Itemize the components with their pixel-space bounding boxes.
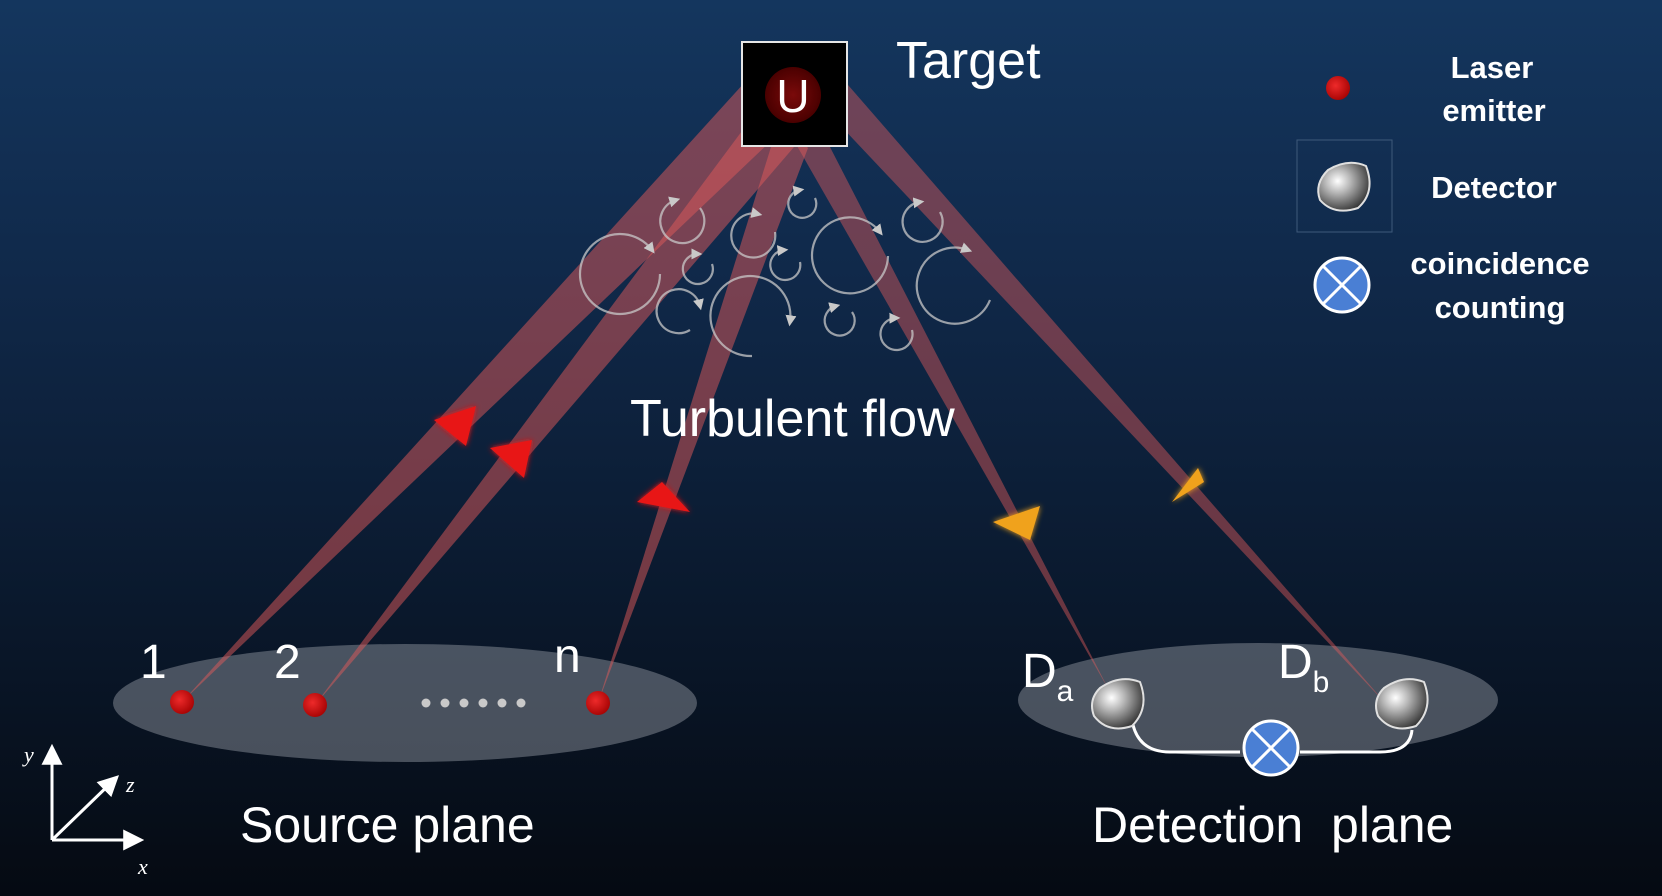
- target: U: [741, 41, 848, 147]
- ellipsis-dot: [459, 698, 469, 708]
- legend-detector-label: Detector: [1431, 170, 1557, 205]
- legend-detector-icon: [1317, 161, 1371, 212]
- turbulent-flow-label: Turbulent flow: [630, 390, 955, 448]
- eddy: [915, 242, 992, 325]
- axis-z-label: z: [125, 772, 135, 797]
- ellipsis-dot: [497, 698, 507, 708]
- detector-b-base: D: [1278, 636, 1313, 689]
- coincidence-wire: [1131, 724, 1414, 754]
- detector-b-icon: [1375, 678, 1429, 730]
- ellipsis-dot: [440, 698, 450, 708]
- eddy: [659, 196, 706, 245]
- beam-emitter-2: [315, 100, 800, 705]
- outgoing-beams: [182, 82, 808, 705]
- axis-z-arrow: [50, 775, 120, 842]
- emitter-2-label: 2: [274, 636, 301, 689]
- coincidence-cross: [1250, 727, 1292, 769]
- axis-x-label: x: [137, 854, 148, 879]
- emitter-1-label: 1: [140, 636, 167, 689]
- eddy: [901, 197, 944, 243]
- eddy: [879, 312, 914, 352]
- detector-a-sub: a: [1057, 675, 1074, 708]
- legend-laser-emitter-line2: emitter: [1442, 93, 1545, 128]
- laser-emitter-1: [170, 690, 194, 714]
- eddy: [730, 207, 777, 259]
- target-object: [765, 67, 821, 123]
- eddy: [655, 288, 704, 335]
- legend: Laser emitter Detector coincidence count…: [1296, 50, 1590, 325]
- target-label: Target: [896, 32, 1041, 90]
- legend-coincidence-line2: counting: [1435, 290, 1566, 325]
- beam-direction-arrows: [434, 406, 1204, 540]
- eddy: [709, 274, 797, 358]
- source-plane-ellipse: [113, 644, 697, 762]
- detection-plane-label: Detection plane: [1092, 797, 1453, 853]
- return-beams: [785, 70, 1388, 706]
- eddy: [681, 248, 714, 286]
- beam-emitter-1: [182, 82, 795, 702]
- arrow-outgoing-n: [637, 482, 690, 512]
- eddy: [810, 216, 890, 295]
- target-symbol: U: [776, 70, 809, 122]
- ellipsis-dots: [421, 698, 526, 708]
- ellipsis-dot: [421, 698, 431, 708]
- eddy: [823, 302, 856, 337]
- laser-emitters: [170, 690, 610, 717]
- arrow-return-b: [1172, 468, 1204, 502]
- detector-b-sub: b: [1313, 666, 1330, 699]
- beam-detector-a: [785, 112, 1110, 692]
- axis-y-label: y: [22, 742, 34, 767]
- legend-detector-frame: [1296, 139, 1393, 233]
- ellipsis-dot: [516, 698, 526, 708]
- eddy: [769, 245, 802, 281]
- detector-b: [1375, 678, 1429, 730]
- detector-b-label: Db: [1278, 636, 1329, 699]
- legend-coincidence-line1: coincidence: [1410, 246, 1589, 281]
- legend-laser-emitter-line1: Laser: [1451, 50, 1534, 85]
- beam-detector-b: [805, 70, 1388, 706]
- arrow-return-a: [993, 506, 1040, 540]
- laser-emitter-n: [586, 691, 610, 715]
- coincidence-counter: [1242, 719, 1300, 777]
- beam-emitter-n: [598, 118, 808, 703]
- eddy: [787, 185, 818, 219]
- detector-a-base: D: [1022, 645, 1057, 698]
- emitter-n-label: n: [554, 630, 581, 683]
- source-plane-label: Source plane: [240, 797, 535, 853]
- coordinate-axes: [41, 743, 145, 851]
- detector-a: [1091, 678, 1145, 730]
- legend-coincidence-cross: [1321, 264, 1363, 306]
- ellipsis-dot: [478, 698, 488, 708]
- eddy: [578, 232, 662, 316]
- arrow-outgoing-2: [490, 440, 532, 478]
- laser-emitter-2: [303, 693, 327, 717]
- detector-a-label: Da: [1022, 645, 1074, 708]
- turbulence-eddies: [578, 185, 992, 358]
- detection-plane-ellipse: [1018, 643, 1498, 757]
- detector-a-icon: [1091, 678, 1145, 730]
- arrow-outgoing-1: [434, 406, 476, 446]
- legend-laser-emitter-icon: [1326, 76, 1350, 100]
